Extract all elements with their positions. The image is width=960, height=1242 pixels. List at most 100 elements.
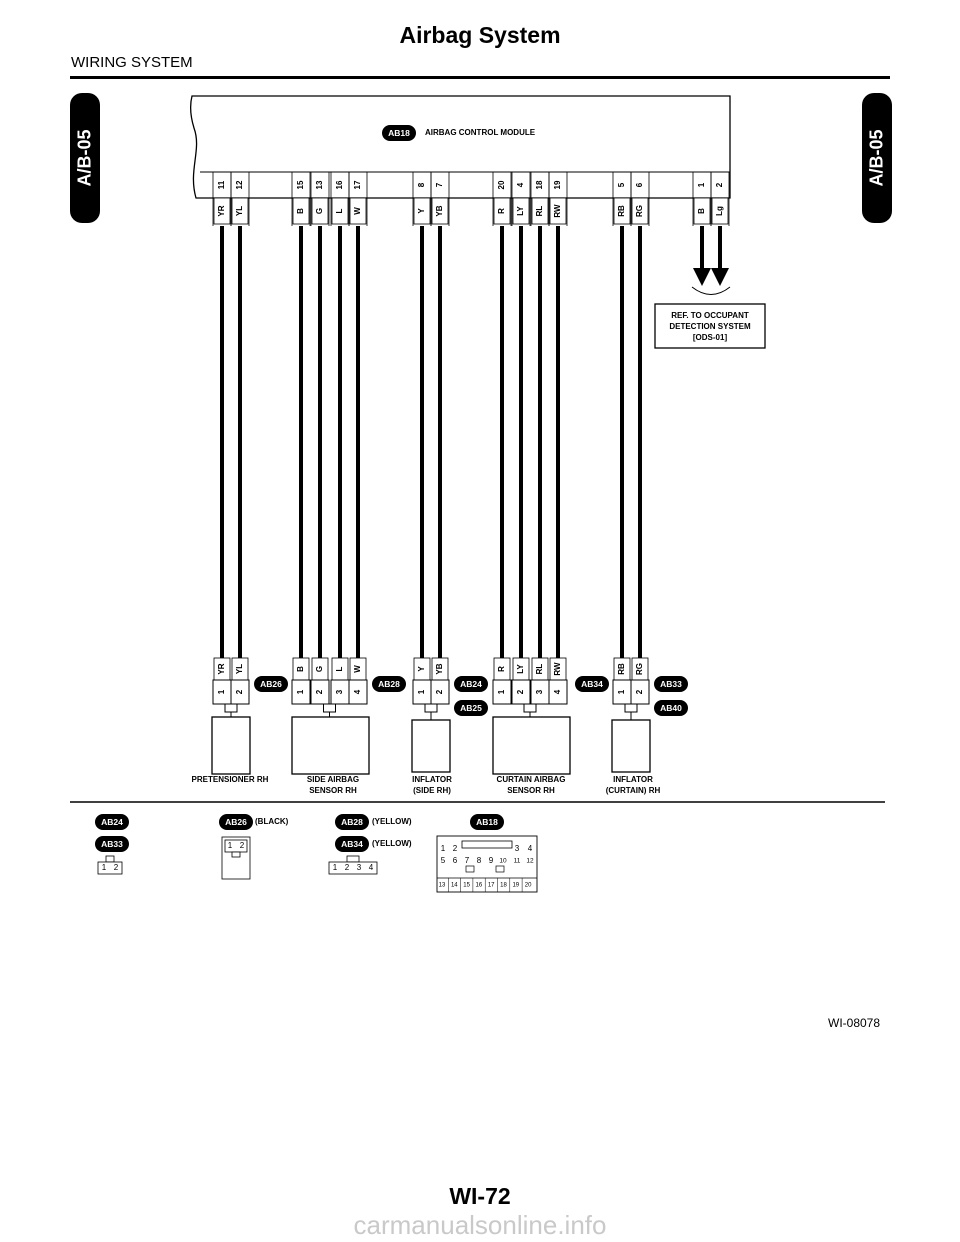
wire-color-code: YB bbox=[435, 205, 444, 216]
pin-number: 1 bbox=[617, 689, 626, 694]
connector-id: AB24 bbox=[101, 817, 123, 827]
wire-tag bbox=[512, 197, 530, 225]
module-pin-number: 5 bbox=[617, 182, 626, 187]
component-name: PRETENSIONER RH bbox=[192, 775, 269, 784]
connector-lock bbox=[523, 703, 537, 713]
connector-id: AB18 bbox=[388, 128, 410, 138]
pin-number: 7 bbox=[465, 856, 470, 865]
pin-number: 1 bbox=[296, 689, 305, 694]
pin-number: 15 bbox=[463, 883, 470, 889]
connector-badge bbox=[219, 814, 253, 830]
reference-box bbox=[654, 303, 766, 349]
pin-number: 4 bbox=[553, 689, 562, 694]
pin-number: 2 bbox=[345, 863, 350, 872]
connector-id: AB28 bbox=[341, 817, 363, 827]
pin-number: 2 bbox=[635, 689, 644, 694]
component-name: (CURTAIN) RH bbox=[606, 786, 661, 795]
pin-number: 14 bbox=[451, 883, 458, 889]
connector-badge bbox=[470, 814, 504, 830]
wire-color-code: G bbox=[315, 208, 324, 214]
pin-number: 17 bbox=[488, 883, 495, 889]
pin-number: 1 bbox=[417, 689, 426, 694]
wire-color-code: R bbox=[497, 208, 506, 214]
connector-id: AB24 bbox=[460, 679, 482, 689]
pin-number: 12 bbox=[526, 858, 534, 865]
connector-id: AB26 bbox=[225, 817, 247, 827]
wire-color-code: B bbox=[296, 666, 305, 672]
connector-arc bbox=[691, 286, 731, 295]
wire-color-code: RB bbox=[617, 205, 626, 217]
pin-cell bbox=[430, 679, 450, 705]
pin-number: 1 bbox=[497, 689, 506, 694]
page-number: WI-72 bbox=[449, 1183, 511, 1209]
module-pin-number: 8 bbox=[417, 182, 426, 187]
connector-badge bbox=[335, 836, 369, 852]
pin-cell bbox=[511, 679, 531, 705]
connector-id: AB33 bbox=[101, 839, 123, 849]
component-name: CURTAIN AIRBAG bbox=[497, 775, 566, 784]
pin-number: 9 bbox=[489, 856, 494, 865]
connector-badge bbox=[654, 676, 688, 692]
component-name: (SIDE RH) bbox=[413, 786, 451, 795]
wire-tag bbox=[693, 197, 711, 225]
connector-badge bbox=[382, 125, 416, 141]
connector-lock bbox=[323, 703, 336, 713]
pin-number: 3 bbox=[335, 689, 344, 694]
connector-color-note: (BLACK) bbox=[255, 817, 289, 826]
module-pin-number: 12 bbox=[235, 180, 244, 189]
pin-number: 1 bbox=[102, 863, 107, 872]
pin-number: 2 bbox=[114, 863, 119, 872]
connector-id: AB26 bbox=[260, 679, 282, 689]
pin-cell bbox=[348, 679, 368, 705]
connector-id: AB18 bbox=[476, 817, 498, 827]
side-tab-left[interactable]: A/B-05 bbox=[70, 93, 100, 223]
side-tab-right[interactable]: A/B-05 bbox=[862, 93, 892, 223]
pin-number: 18 bbox=[500, 883, 507, 889]
pin-number: 1 bbox=[333, 863, 338, 872]
pin-number: 2 bbox=[315, 689, 324, 694]
wire-tag bbox=[231, 197, 249, 225]
wire-color-code: Y bbox=[417, 208, 426, 214]
wire-arrow bbox=[693, 268, 711, 286]
wire-tag bbox=[493, 197, 511, 225]
connector-badge bbox=[575, 676, 609, 692]
module-pin-number: 18 bbox=[535, 180, 544, 189]
wire-tag bbox=[711, 197, 729, 225]
wire-tag bbox=[431, 197, 449, 225]
connector-lock bbox=[105, 855, 115, 863]
watermark: carmanualsonline.info bbox=[353, 1210, 607, 1240]
pin-number: 8 bbox=[477, 856, 482, 865]
component-body bbox=[211, 716, 251, 775]
pin-cell bbox=[230, 679, 250, 705]
pin-number: 2 bbox=[435, 689, 444, 694]
wire-color-code: YR bbox=[217, 205, 226, 216]
pin-cell bbox=[310, 679, 330, 705]
wire-color-code: LY bbox=[516, 206, 525, 216]
module-pin-number: 6 bbox=[635, 182, 644, 187]
connector-lock bbox=[624, 703, 638, 713]
connector-lock bbox=[424, 703, 438, 713]
wire-color-code: RG bbox=[635, 205, 644, 217]
connector-badge bbox=[95, 836, 129, 852]
pin-number: 1 bbox=[217, 689, 226, 694]
connector-id: AB28 bbox=[378, 679, 400, 689]
reference-text: DETECTION SYSTEM bbox=[669, 322, 751, 331]
connector-lock bbox=[495, 865, 505, 873]
wire-tag bbox=[631, 197, 649, 225]
connector-badge bbox=[654, 700, 688, 716]
module-name: AIRBAG CONTROL MODULE bbox=[425, 128, 536, 137]
wire-color-code: LY bbox=[516, 664, 525, 674]
connector-badge bbox=[95, 814, 129, 830]
wire-color-code: YL bbox=[235, 664, 244, 674]
wire-color-code: G bbox=[315, 666, 324, 672]
component-name: SENSOR RH bbox=[507, 786, 555, 795]
wire-color-code: YL bbox=[235, 206, 244, 216]
pin-number: 19 bbox=[512, 883, 519, 889]
pin-number: 4 bbox=[369, 863, 374, 872]
pin-number: 2 bbox=[240, 841, 245, 850]
connector-lock bbox=[224, 703, 238, 713]
connector-id: AB33 bbox=[660, 679, 682, 689]
module-pin-number: 19 bbox=[553, 180, 562, 189]
pin-number: 4 bbox=[353, 689, 362, 694]
pin-number: 11 bbox=[514, 858, 521, 865]
